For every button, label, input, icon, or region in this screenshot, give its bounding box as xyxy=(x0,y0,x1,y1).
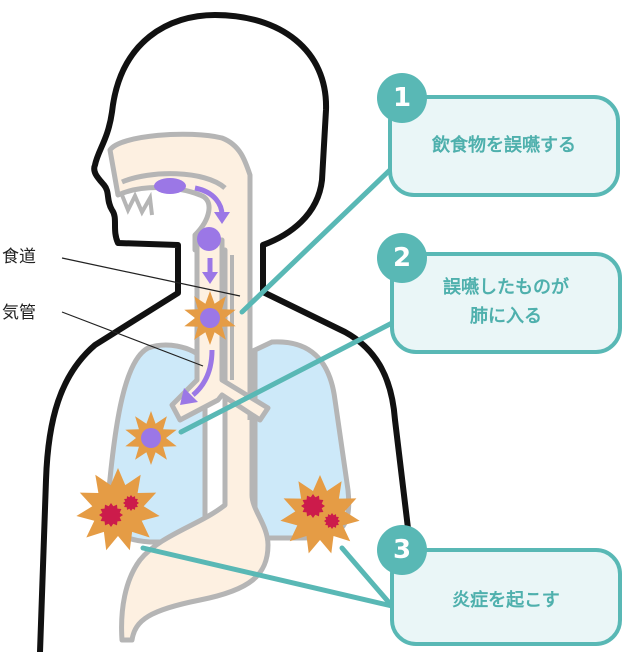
stomach xyxy=(119,420,271,643)
food-particle xyxy=(200,308,220,328)
teeth xyxy=(120,191,154,217)
badge-3: 3 xyxy=(377,525,427,575)
food-bolus-mouth xyxy=(154,178,186,194)
badge-1: 1 xyxy=(377,73,427,123)
badge-2: 2 xyxy=(377,233,427,283)
callout-1: 飲食物を誤嚥する xyxy=(388,95,620,197)
palate xyxy=(121,171,227,190)
inflammation-spot xyxy=(123,495,139,511)
callout-1-text: 飲食物を誤嚥する xyxy=(432,134,576,156)
inflammation-spot xyxy=(324,513,340,529)
inflammation-burst-right-icon xyxy=(280,475,360,554)
food-particle xyxy=(141,428,161,448)
arrow-down-icon xyxy=(202,272,218,284)
arrow-bronchus-icon xyxy=(191,349,215,397)
body-outline xyxy=(37,12,413,652)
callout-2: 誤嚥したものが 肺に入る xyxy=(390,252,622,354)
esophagus-label: 食道 xyxy=(2,247,36,267)
inflammation-spot xyxy=(301,494,325,518)
esophagus-pointer xyxy=(61,257,241,297)
trachea-label: 気管 xyxy=(2,303,36,323)
callout-3: 炎症を起こす xyxy=(390,548,622,646)
callout-2-line1: 誤嚥したものが xyxy=(443,277,569,299)
trachea-pointer xyxy=(61,311,204,367)
callout-2-line2: 肺に入る xyxy=(470,306,542,327)
callout-connectors xyxy=(140,165,395,609)
food-bolus-throat xyxy=(197,227,221,251)
inflammation-spot xyxy=(99,503,123,527)
callout-3-text: 炎症を起こす xyxy=(452,589,560,611)
